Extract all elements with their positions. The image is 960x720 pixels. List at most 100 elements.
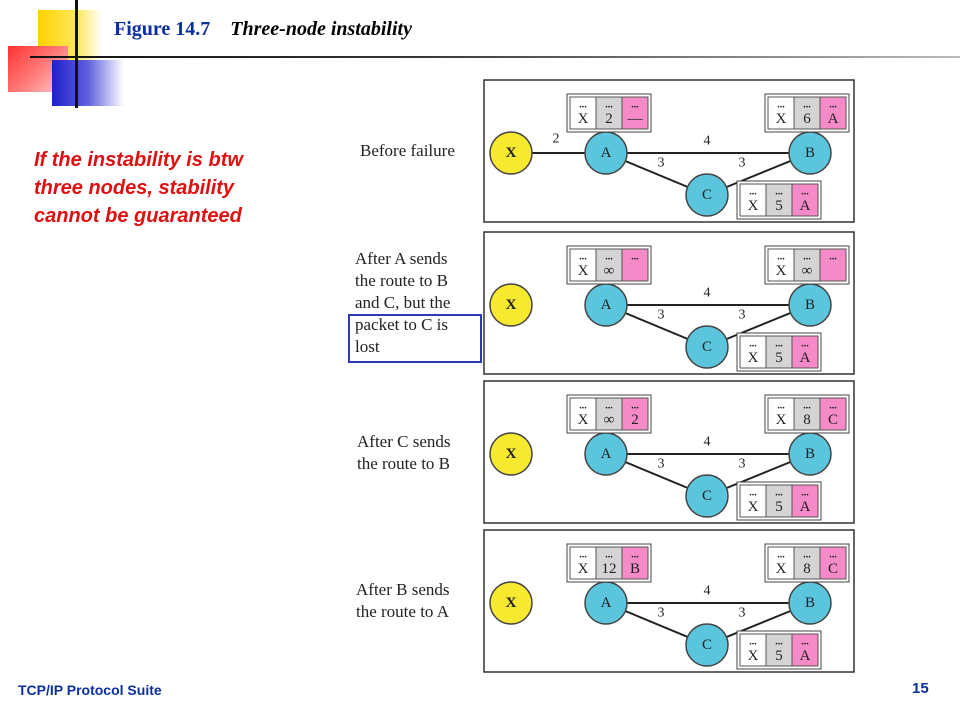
caption-line: Before failure	[360, 141, 455, 160]
routing-table-next: B	[630, 561, 640, 577]
routing-table-cost: ∞	[604, 412, 615, 428]
node-c	[685, 173, 729, 217]
caption-line: the route to B	[355, 271, 449, 290]
routing-table-cell	[595, 248, 623, 282]
routing-table-next: A	[800, 499, 811, 515]
routing-table-next: A	[800, 350, 811, 366]
routing-table-cost: 8	[803, 561, 811, 577]
link-cost-a-b: 4	[704, 435, 711, 450]
side-note-line: If the instability is btw	[34, 149, 243, 171]
routing-table-cell	[791, 633, 819, 667]
routing-table-dots: ...	[605, 100, 613, 111]
panel-caption-c-sends: After C sends the route to B	[357, 431, 450, 475]
routing-table-cell	[765, 335, 793, 369]
routing-table-dest: X	[578, 263, 589, 279]
routing-table-next: C	[828, 412, 838, 428]
routing-table-cell	[569, 397, 597, 431]
routing-table-cell	[793, 96, 821, 130]
routing-table-dest: X	[748, 350, 759, 366]
routing-table-dots: ...	[801, 187, 809, 198]
routing-table-dots: ...	[777, 550, 785, 561]
node-c	[685, 325, 729, 369]
link-cost-x-a: 2	[553, 132, 560, 147]
routing-table-cost: 5	[775, 648, 783, 664]
routing-table-next: 2	[631, 412, 639, 428]
routing-table-dots: ...	[631, 401, 639, 412]
routing-table-cell	[819, 248, 847, 282]
node-a-label: A	[601, 446, 612, 462]
routing-table-dots: ...	[777, 401, 785, 412]
routing-table-cell	[767, 546, 795, 580]
routing-table-dots: ...	[829, 401, 837, 412]
routing-table-cost: 8	[803, 412, 811, 428]
routing-table-cell	[819, 96, 847, 130]
routing-table-dots: ...	[801, 488, 809, 499]
routing-table-dots: ...	[579, 100, 587, 111]
routing-table-dots: ...	[775, 187, 783, 198]
node-c-label: C	[702, 187, 712, 203]
page-number: 15	[912, 680, 929, 697]
figure-name: Three-node instability	[230, 18, 412, 40]
routing-table-dest: X	[748, 648, 759, 664]
routing-table-dots: ...	[801, 637, 809, 648]
link-cost-a-c: 3	[658, 308, 665, 323]
routing-table-cell	[793, 546, 821, 580]
node-a-label: A	[601, 595, 612, 611]
routing-table-cell	[767, 248, 795, 282]
node-a-label: A	[601, 145, 612, 161]
routing-table-dots: ...	[631, 550, 639, 561]
footer-title: TCP/IP Protocol Suite	[18, 682, 162, 698]
routing-table-dest: X	[578, 111, 589, 127]
routing-table-cell	[767, 397, 795, 431]
routing-table-cost: 5	[775, 350, 783, 366]
routing-table-dots: ...	[803, 252, 811, 263]
routing-table-dest: X	[748, 198, 759, 214]
routing-table-cell	[621, 397, 649, 431]
link-cost-c-b: 3	[739, 606, 746, 621]
caption-line: After A sends	[355, 249, 448, 268]
corner-decoration-vertical-line	[75, 0, 78, 108]
link-cost-c-b: 3	[739, 308, 746, 323]
routing-table-cost: 6	[803, 111, 811, 127]
node-x-label: X	[506, 297, 517, 313]
node-b-label: B	[805, 145, 815, 161]
routing-table-dest: X	[578, 561, 589, 577]
link-cost-a-c: 3	[658, 457, 665, 472]
node-b-label: B	[805, 446, 815, 462]
routing-table-dots: ...	[749, 187, 757, 198]
node-x-label: X	[506, 595, 517, 611]
routing-table-cell	[767, 96, 795, 130]
link-cost-c-b: 3	[739, 156, 746, 171]
caption-line: the route to A	[356, 602, 450, 621]
routing-table-cost: 2	[605, 111, 613, 127]
routing-table-cell	[793, 248, 821, 282]
routing-table-dots: ...	[749, 488, 757, 499]
routing-table-dots: ...	[631, 100, 639, 111]
routing-table-cost: ∞	[604, 263, 615, 279]
link-cost-a-b: 4	[704, 134, 711, 149]
routing-table-dots: ...	[605, 252, 613, 263]
routing-table-cost: 12	[602, 561, 617, 577]
routing-table-dest: X	[776, 111, 787, 127]
link-cost-a-b: 4	[704, 286, 711, 301]
panel-caption-a-sends: After A sends the route to B and C, but …	[355, 248, 450, 358]
link-cost-a-c: 3	[658, 606, 665, 621]
routing-table-cell	[569, 248, 597, 282]
node-x	[489, 432, 533, 476]
caption-line: packet to C is	[355, 315, 449, 334]
routing-table-cell	[791, 484, 819, 518]
routing-table-cell	[791, 183, 819, 217]
routing-table-cell	[791, 335, 819, 369]
node-x	[489, 581, 533, 625]
routing-table-cell	[739, 484, 767, 518]
routing-table-next: A	[828, 111, 839, 127]
routing-table-dots: ...	[631, 252, 639, 263]
routing-table-dots: ...	[605, 550, 613, 561]
node-x-label: X	[506, 145, 517, 161]
routing-table-dest: X	[578, 412, 589, 428]
panel-caption-before-failure: Before failure	[360, 140, 455, 162]
routing-table-cell	[569, 546, 597, 580]
side-note-line: three nodes, stability	[34, 177, 235, 199]
routing-table-cell	[739, 335, 767, 369]
